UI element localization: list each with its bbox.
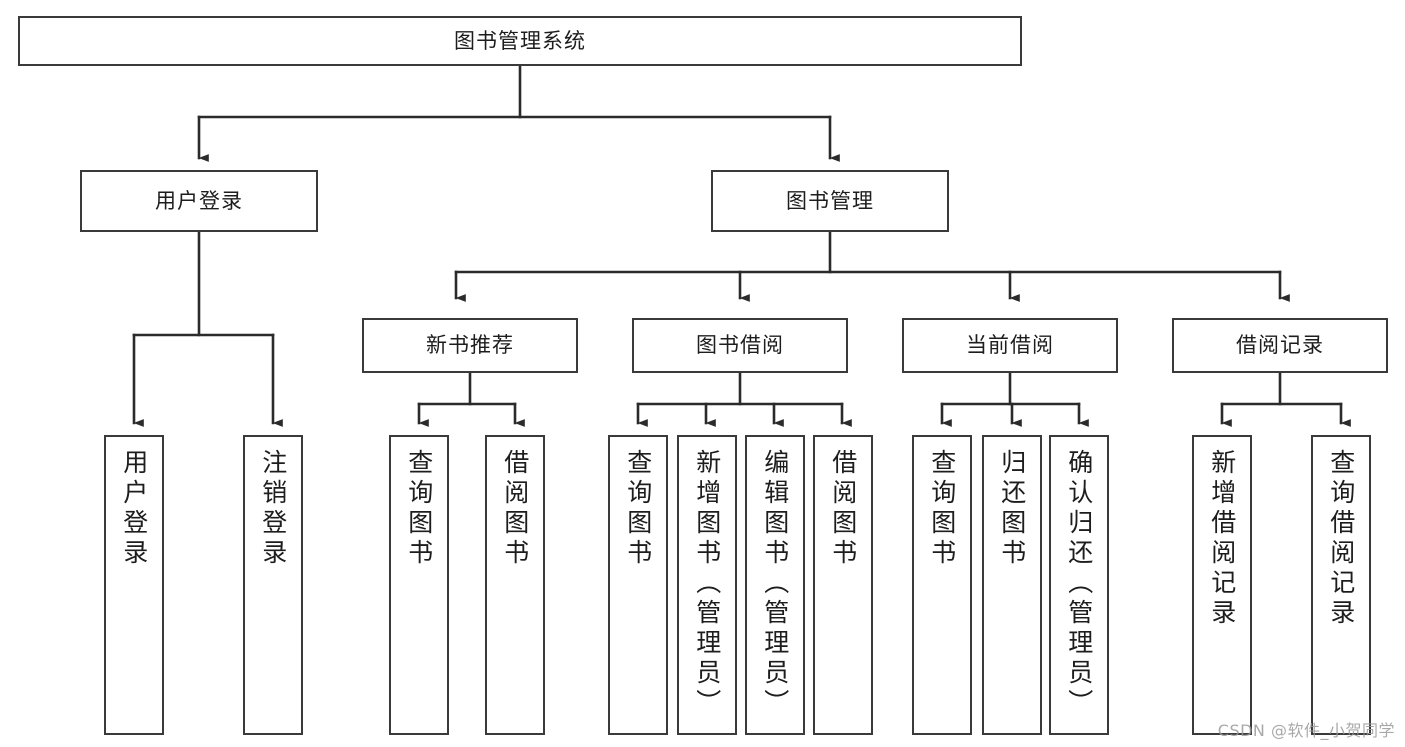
leaf-user-login[interactable]: 用户登录 (104, 435, 164, 735)
leaf-label: 编辑图书（管理员） (760, 449, 790, 719)
leaf-label: 查询图书 (927, 449, 957, 569)
leaf-label: 新增图书（管理员） (692, 449, 722, 719)
leaf-label: 归还图书 (997, 449, 1027, 569)
leaf-edit-book[interactable]: 编辑图书（管理员） (745, 435, 805, 735)
leaf-label: 借阅图书 (500, 449, 530, 569)
watermark: CSDN @软件_小贺同学 (1217, 721, 1395, 740)
node-label: 图书管理系统 (454, 28, 586, 53)
leaf-label: 新增借阅记录 (1207, 449, 1237, 629)
leaf-label: 用户登录 (119, 449, 149, 569)
node-borrow-record[interactable]: 借阅记录 (1172, 318, 1388, 373)
leaf-label: 确认归还（管理员） (1064, 449, 1094, 719)
node-book-borrow[interactable]: 图书借阅 (632, 318, 848, 373)
leaf-label: 查询图书 (404, 449, 434, 569)
leaf-label: 借阅图书 (828, 449, 858, 569)
node-book-manage[interactable]: 图书管理 (711, 170, 949, 232)
node-label: 借阅记录 (1236, 333, 1324, 358)
leaf-label: 注销登录 (258, 449, 288, 569)
leaf-add-record[interactable]: 新增借阅记录 (1192, 435, 1252, 735)
leaf-confirm-return[interactable]: 确认归还（管理员） (1049, 435, 1109, 735)
leaf-label: 查询图书 (623, 449, 653, 569)
node-label: 图书借阅 (696, 333, 784, 358)
node-label: 当前借阅 (966, 333, 1054, 358)
node-current-borrow[interactable]: 当前借阅 (902, 318, 1118, 373)
node-user-login[interactable]: 用户登录 (80, 170, 318, 232)
leaf-borrow-book-1[interactable]: 借阅图书 (485, 435, 545, 735)
node-label: 用户登录 (155, 188, 243, 213)
leaf-borrow-book-2[interactable]: 借阅图书 (813, 435, 873, 735)
leaf-logout-login[interactable]: 注销登录 (243, 435, 303, 735)
leaf-label: 查询借阅记录 (1326, 449, 1356, 629)
node-label: 图书管理 (786, 188, 874, 213)
node-new-book-recommend[interactable]: 新书推荐 (362, 318, 578, 373)
leaf-query-book-2[interactable]: 查询图书 (608, 435, 668, 735)
leaf-return-book[interactable]: 归还图书 (982, 435, 1042, 735)
leaf-query-record[interactable]: 查询借阅记录 (1311, 435, 1371, 735)
leaf-add-book[interactable]: 新增图书（管理员） (677, 435, 737, 735)
node-root-book-management-system[interactable]: 图书管理系统 (18, 16, 1022, 66)
leaf-query-book-3[interactable]: 查询图书 (912, 435, 972, 735)
leaf-query-book-1[interactable]: 查询图书 (389, 435, 449, 735)
node-label: 新书推荐 (426, 333, 514, 358)
